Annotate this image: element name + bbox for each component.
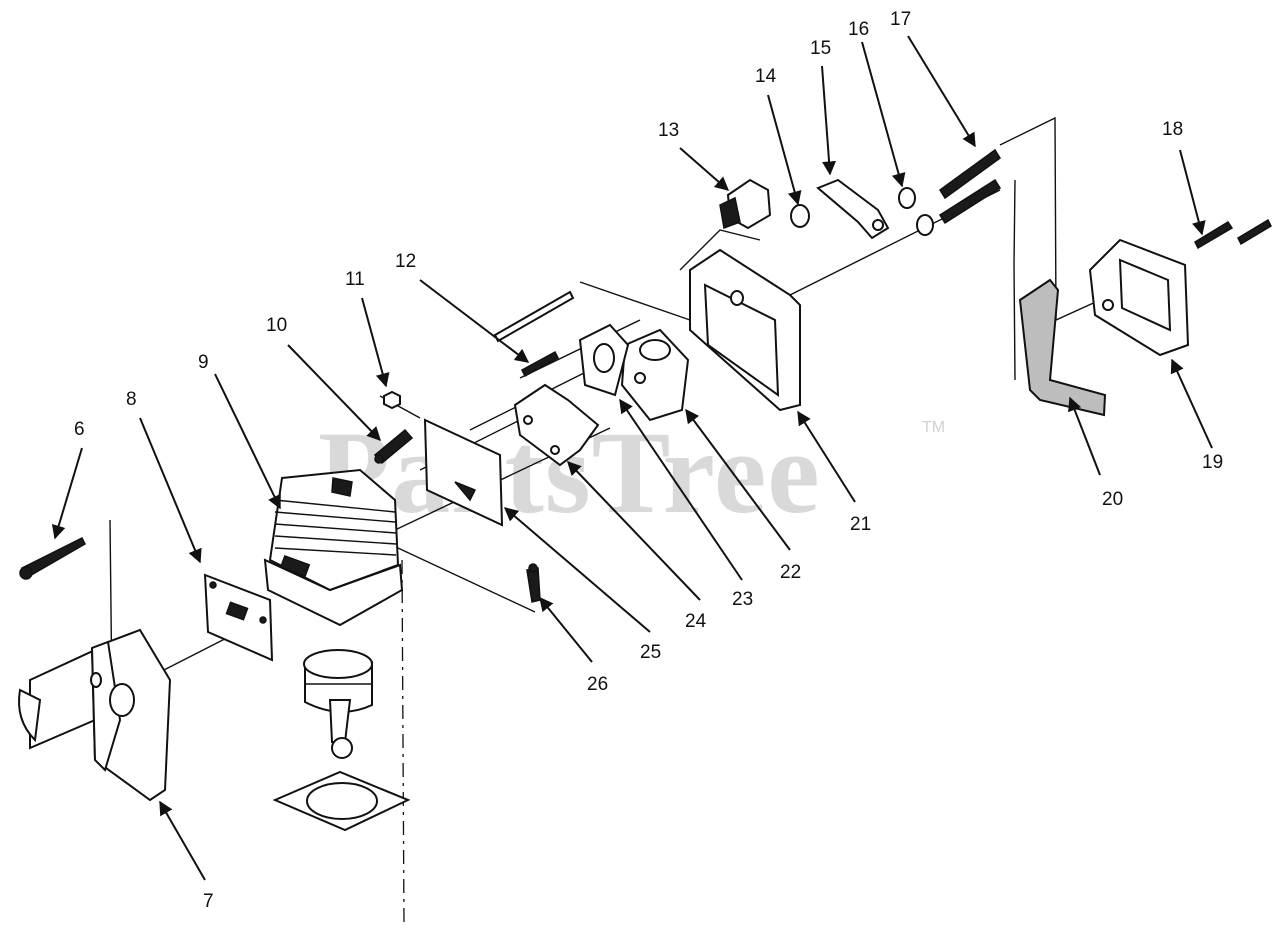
bolt-26-part <box>526 563 541 603</box>
callout-10: 10 <box>266 315 287 336</box>
washer-16-part <box>898 187 934 236</box>
spark-plug-10-part <box>373 428 414 465</box>
muffler-part <box>18 628 172 802</box>
callout-labels: 6 7 8 9 10 11 12 13 14 15 16 17 18 19 20… <box>74 9 1223 912</box>
cylinder-9-part <box>263 468 404 627</box>
callout-12: 12 <box>395 251 416 272</box>
callout-13: 13 <box>658 120 679 141</box>
heat-plate-25-part <box>423 418 504 527</box>
primer-bulb-13-part <box>719 178 772 230</box>
callout-23: 23 <box>732 589 753 610</box>
callout-26: 26 <box>587 674 608 695</box>
callout-21: 21 <box>850 514 871 535</box>
filter-foam-20-part <box>1018 278 1107 417</box>
bolt-17-part <box>938 148 1002 225</box>
callout-11: 11 <box>345 269 365 290</box>
callout-8: 8 <box>126 389 137 410</box>
gasket-23-part <box>578 323 630 397</box>
housing-21-part <box>689 248 801 412</box>
grommet-14-part <box>790 204 810 228</box>
bolt-12-part <box>521 350 559 378</box>
adaptor-24-part <box>513 383 600 467</box>
air-cover-19-part <box>1088 238 1190 357</box>
nut-11-part <box>383 390 401 410</box>
gasket-8-part <box>203 573 274 662</box>
bolt-6-part <box>19 536 86 580</box>
callout-6: 6 <box>74 419 85 440</box>
watermark-trademark: TM <box>922 419 945 436</box>
callout-25: 25 <box>640 642 661 663</box>
callout-20: 20 <box>1102 489 1123 510</box>
piston-part <box>303 649 373 759</box>
callout-14: 14 <box>755 66 777 87</box>
callout-18: 18 <box>1162 119 1183 140</box>
callout-17: 17 <box>890 9 911 30</box>
callout-24: 24 <box>685 611 707 632</box>
rod-part <box>493 290 575 343</box>
callout-16: 16 <box>848 19 869 40</box>
bracket-15-part <box>816 178 890 240</box>
callout-7: 7 <box>203 891 214 912</box>
screw-18-part <box>1194 218 1272 250</box>
callout-9: 9 <box>198 352 209 373</box>
leaders <box>51 35 1213 881</box>
callout-15: 15 <box>810 38 831 59</box>
callout-22: 22 <box>780 562 801 583</box>
base-gasket-part <box>272 770 411 832</box>
callout-19: 19 <box>1202 452 1223 473</box>
carburetor-22-part <box>620 328 690 422</box>
